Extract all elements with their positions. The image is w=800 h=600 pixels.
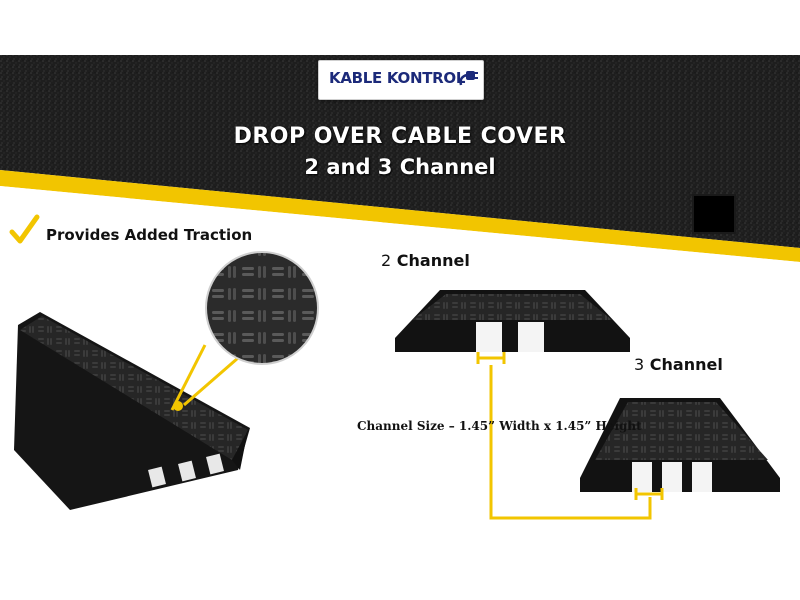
page-title: DROP OVER CABLE COVER [233,124,567,149]
check-icon [9,214,40,244]
hero-texture-banner [0,55,800,270]
traction-zoom-circle [170,251,319,411]
two-channel-label: 2 Channel [381,251,470,270]
rubber-texture [0,55,800,248]
three-channel-word: Channel [649,355,723,374]
three-channel-cable-cover [580,398,780,492]
large-cable-cover [14,312,250,510]
page-subtitle: 2 and 3 Channel [304,155,496,179]
three-channel-number: 3 [634,355,645,374]
kable-kontrol-logo: KABLE KONTROL [318,60,484,100]
channel-size-callout-lines [476,352,664,520]
logo-text: KABLE KONTROL [329,69,466,87]
plug-icon [459,71,478,86]
two-channel-word: Channel [396,251,470,270]
two-channel-cable-cover [395,290,630,352]
channel-size-text: Channel Size – 1.45” Width x 1.45” Heigh… [357,419,642,433]
yellow-stripe [0,170,800,262]
feature-traction-text: Provides Added Traction [46,226,253,244]
two-channel-number: 2 [381,251,392,270]
black-color-swatch [692,194,736,234]
three-channel-label: 3 Channel [634,355,723,374]
